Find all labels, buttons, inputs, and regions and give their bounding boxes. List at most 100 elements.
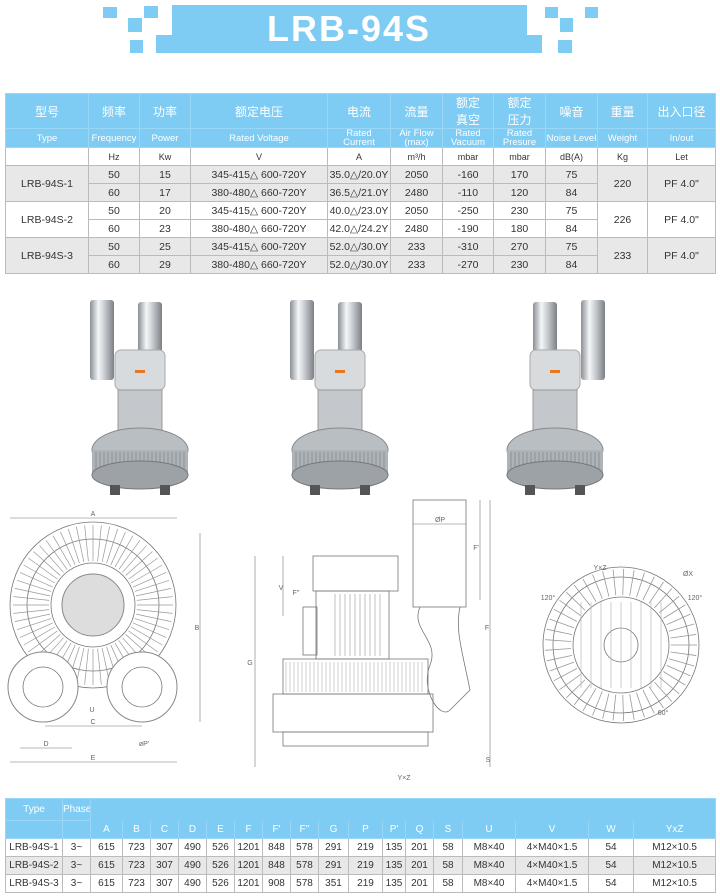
column-header: 额定电压 [190, 93, 328, 129]
table-cell: 3~ [62, 838, 91, 857]
column-header: 额定真空 [442, 93, 494, 129]
table-cell: 29 [139, 255, 191, 274]
column-header: In/out [647, 128, 716, 148]
column-header: F'' [290, 820, 319, 839]
unit-cell: V [190, 147, 328, 166]
motor-body [117, 389, 163, 431]
unit-cell: mbar [442, 147, 494, 166]
page-title: LRB-94S [266, 8, 432, 49]
unit-cell: mbar [493, 147, 546, 166]
column-header: P [348, 820, 383, 839]
column-header: E [206, 820, 235, 839]
inout-cell: PF 4.0" [647, 237, 716, 274]
column-header: F' [262, 820, 291, 839]
weight-cell: 220 [597, 165, 648, 202]
table-cell: 135 [382, 874, 406, 893]
table-cell: 20 [139, 201, 191, 220]
table-cell: 60 [88, 183, 140, 202]
table-cell: 490 [178, 838, 207, 857]
column-header: Type [5, 798, 63, 821]
column-header: 出入口径 [647, 93, 716, 129]
table-cell: 135 [382, 856, 406, 875]
motor-body [317, 389, 363, 431]
table-cell: 201 [405, 856, 434, 875]
column-header: F [234, 820, 263, 839]
table-cell: 42.0△/24.2Y [327, 219, 391, 238]
table-cell: 723 [122, 856, 151, 875]
unit-cell: A [327, 147, 391, 166]
header-blank [62, 820, 91, 839]
table-cell: 578 [290, 856, 319, 875]
table-cell: 50 [88, 201, 140, 220]
table-cell: 615 [90, 874, 123, 893]
decor-square [130, 40, 143, 53]
table-cell: 170 [493, 165, 546, 184]
column-header: G [318, 820, 349, 839]
table-cell: 848 [262, 838, 291, 857]
inout-cell: PF 4.0" [647, 201, 716, 238]
column-header: W [588, 820, 634, 839]
table-cell: 351 [318, 874, 349, 893]
decor-square [558, 40, 572, 53]
table-cell: 1201 [234, 838, 263, 857]
table-cell: 270 [493, 237, 546, 256]
dimensions-table: TypePhasesABCDEFF'F''GPP'QSUVWYxZLRB-94S… [5, 798, 717, 893]
header-row-cn: 型号频率功率额定电压电流流量额定真空额定压力噪音重量出入口径 [5, 93, 716, 129]
unit-cell: Let [647, 147, 716, 166]
dimension-label: Y×Z [397, 775, 411, 782]
table-cell: 52.0△/30.0Y [327, 255, 391, 274]
table-cell: 380-480△ 660-720Y [190, 219, 328, 238]
table-cell: 40.0△/23.0Y [327, 201, 391, 220]
column-header: Power [139, 128, 191, 148]
table-cell: 50 [88, 165, 140, 184]
table-cell: 58 [433, 838, 463, 857]
table-cell: 201 [405, 838, 434, 857]
model-type: LRB-94S-2 [5, 201, 89, 238]
model-type: LRB-94S-3 [5, 237, 89, 274]
column-header: Weight [597, 128, 648, 148]
table-cell: 219 [348, 838, 383, 857]
table-cell: 526 [206, 874, 235, 893]
table-cell: 75 [545, 201, 598, 220]
column-header: 流量 [390, 93, 443, 129]
inout-cell: PF 4.0" [647, 165, 716, 202]
table-cell: 490 [178, 856, 207, 875]
table-cell: 848 [262, 856, 291, 875]
table-cell: 120 [493, 183, 546, 202]
model-type: LRB-94S-1 [5, 165, 89, 202]
weight-cell: 226 [597, 201, 648, 238]
decor-square [103, 7, 117, 18]
table-cell: 15 [139, 165, 191, 184]
column-header: A [90, 820, 123, 839]
silencer [90, 300, 114, 380]
table-cell: 723 [122, 838, 151, 857]
dimension-label: øP' [139, 741, 149, 748]
decor-square [545, 7, 558, 18]
blower-photo [290, 300, 389, 495]
unit-cell: Hz [88, 147, 140, 166]
column-header: Phases [62, 798, 91, 821]
header-blank [89, 798, 717, 821]
table-cell: 578 [290, 838, 319, 857]
blower-photo [506, 300, 605, 495]
table-cell: 219 [348, 856, 383, 875]
table-cell: 3~ [62, 856, 91, 875]
table-cell: LRB-94S-2 [5, 856, 63, 875]
column-header: D [178, 820, 207, 839]
column-header: 额定压力 [493, 93, 546, 129]
table-cell: 35.0△/20.0Y [327, 165, 391, 184]
header-blank [5, 820, 63, 839]
table-cell: 75 [545, 165, 598, 184]
column-header: Air Flow(max) [390, 128, 443, 148]
table-cell: M12×10.5 [632, 838, 717, 857]
column-header: P' [382, 820, 406, 839]
table-cell: 4×M40×1.5 [515, 874, 589, 893]
table-cell: 3~ [62, 874, 91, 893]
table-cell: 230 [493, 255, 546, 274]
table-cell: LRB-94S-3 [5, 874, 63, 893]
